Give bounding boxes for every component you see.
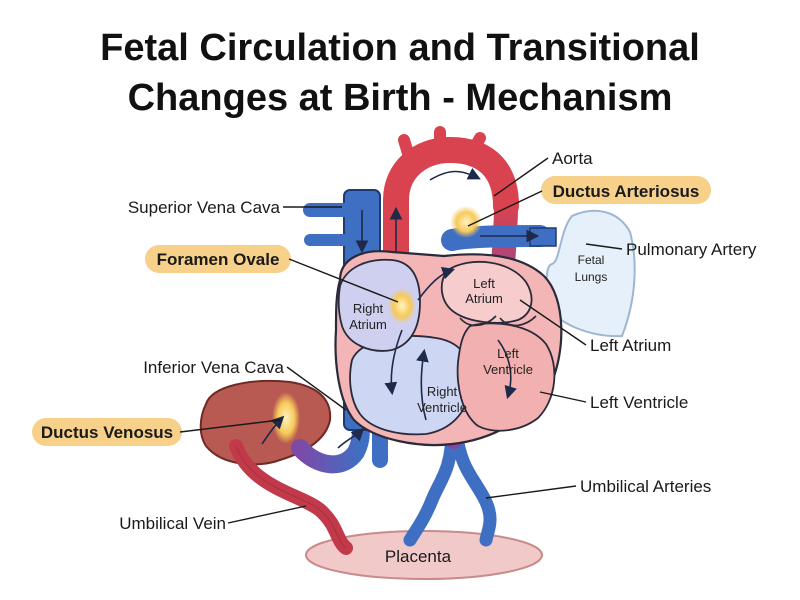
- ductus-venosus-highlight: [32, 418, 182, 446]
- fetal-lungs-label-2: Lungs: [575, 270, 608, 284]
- ductus-arteriosus-highlight: [541, 176, 711, 204]
- right-atrium-label-1: Right: [353, 301, 384, 316]
- left-atrium-label: Left Atrium: [590, 336, 671, 355]
- ductus-venosus-glow: [272, 392, 300, 444]
- fetal-lungs-label-1: Fetal: [578, 253, 605, 267]
- umbilical-vein: [229, 439, 353, 555]
- aorta-label: Aorta: [552, 149, 593, 168]
- ductus-arteriosus-glow: [450, 206, 482, 238]
- foramen-ovale-label: Foramen Ovale: [157, 250, 280, 269]
- left-ventricle-inner-label-2: Ventricle: [483, 362, 533, 377]
- left-atrium-inner-label-1: Left: [473, 276, 495, 291]
- title-line-1: Fetal Circulation and Transitional: [100, 27, 700, 69]
- pulmonary-artery-label: Pulmonary Artery: [626, 240, 757, 259]
- left-ventricle-label: Left Ventricle: [590, 393, 688, 412]
- right-atrium-label-2: Atrium: [349, 317, 387, 332]
- placenta-label: Placenta: [385, 547, 452, 566]
- foramen-ovale-highlight: [145, 245, 291, 273]
- foramen-ovale-glow: [388, 288, 416, 324]
- ductus-venosus-label: Ductus Venosus: [41, 423, 173, 442]
- title-line-2: Changes at Birth - Mechanism: [128, 77, 673, 119]
- left-ventricle-inner-label-1: Left: [497, 346, 519, 361]
- superior-vena-cava-label: Superior Vena Cava: [128, 198, 281, 217]
- right-ventricle-inner-label-1: Right: [427, 384, 458, 399]
- left-atrium-inner-label-2: Atrium: [465, 291, 503, 306]
- ductus-arteriosus-label: Ductus Arteriosus: [553, 182, 700, 201]
- umbilical-arteries-label: Umbilical Arteries: [580, 477, 711, 496]
- leader-lines: [179, 157, 623, 524]
- pulmonary-artery: [441, 206, 557, 251]
- inferior-vena-cava-label: Inferior Vena Cava: [143, 358, 284, 377]
- right-ventricle-inner-label-2: Ventricle: [417, 400, 467, 415]
- fetal-lungs: Fetal Lungs: [542, 209, 636, 338]
- umbilical-vein-label: Umbilical Vein: [119, 514, 226, 533]
